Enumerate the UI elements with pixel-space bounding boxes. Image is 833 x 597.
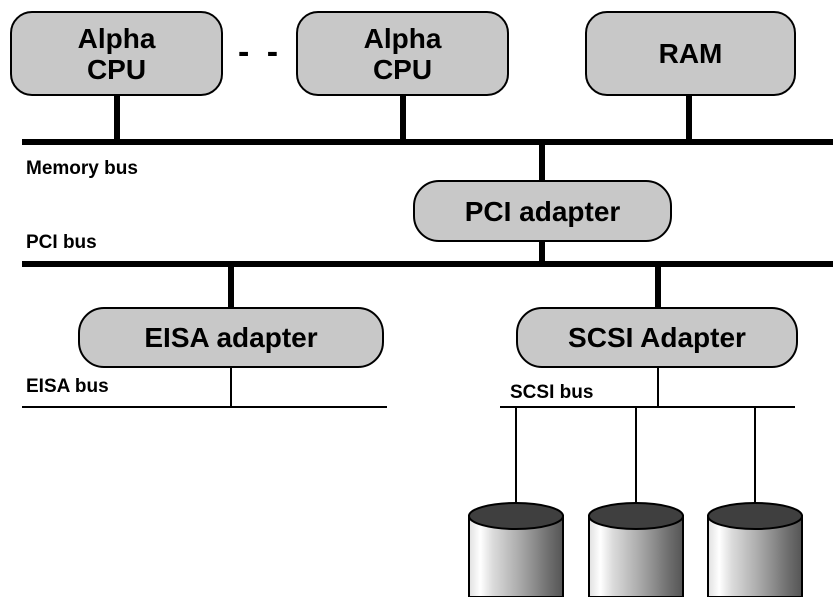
pci-adapter-pci-connector <box>539 240 545 264</box>
memory-pci-adapter-connector <box>539 142 545 182</box>
scsi-adapter-label: SCSI Adapter <box>568 322 746 353</box>
eisa-adapter-box: EISA adapter <box>78 307 384 368</box>
cpu-ellipsis: - - <box>238 33 283 71</box>
ram-label: RAM <box>658 38 723 69</box>
disk-1-icon <box>468 502 564 597</box>
eisa-adapter-to-bus <box>230 366 232 407</box>
disk2-drop-line <box>635 407 637 504</box>
alpha-cpu-2-box: Alpha CPU <box>296 11 509 96</box>
eisa-bus-line <box>22 406 387 408</box>
pci-adapter-box: PCI adapter <box>413 180 672 242</box>
pci-bus-label: PCI bus <box>26 232 97 253</box>
memory-bus-label: Memory bus <box>26 158 138 179</box>
disk1-drop-line <box>515 407 517 504</box>
pci-bus-line <box>22 261 833 267</box>
eisa-adapter-connector <box>228 264 234 309</box>
eisa-adapter-label: EISA adapter <box>144 322 318 353</box>
scsi-bus-label: SCSI bus <box>510 382 594 403</box>
memory-bus-line <box>22 139 833 145</box>
disk-2-icon <box>588 502 684 597</box>
eisa-bus-label: EISA bus <box>26 376 109 397</box>
scsi-adapter-box: SCSI Adapter <box>516 307 798 368</box>
alpha-cpu-2-label: Alpha CPU <box>363 22 442 85</box>
disk3-drop-line <box>754 407 756 504</box>
alpha-cpu-1-label: Alpha CPU <box>77 22 156 85</box>
scsi-adapter-connector <box>655 264 661 309</box>
cpu1-connector <box>114 94 120 142</box>
scsi-bus-line <box>500 406 795 408</box>
alpha-cpu-1-box: Alpha CPU <box>10 11 223 96</box>
scsi-adapter-to-bus <box>657 366 659 407</box>
disk-3-icon <box>707 502 803 597</box>
pci-adapter-label: PCI adapter <box>464 195 621 227</box>
ram-connector <box>686 94 692 142</box>
ram-box: RAM <box>585 11 796 96</box>
cpu2-connector <box>400 94 406 142</box>
